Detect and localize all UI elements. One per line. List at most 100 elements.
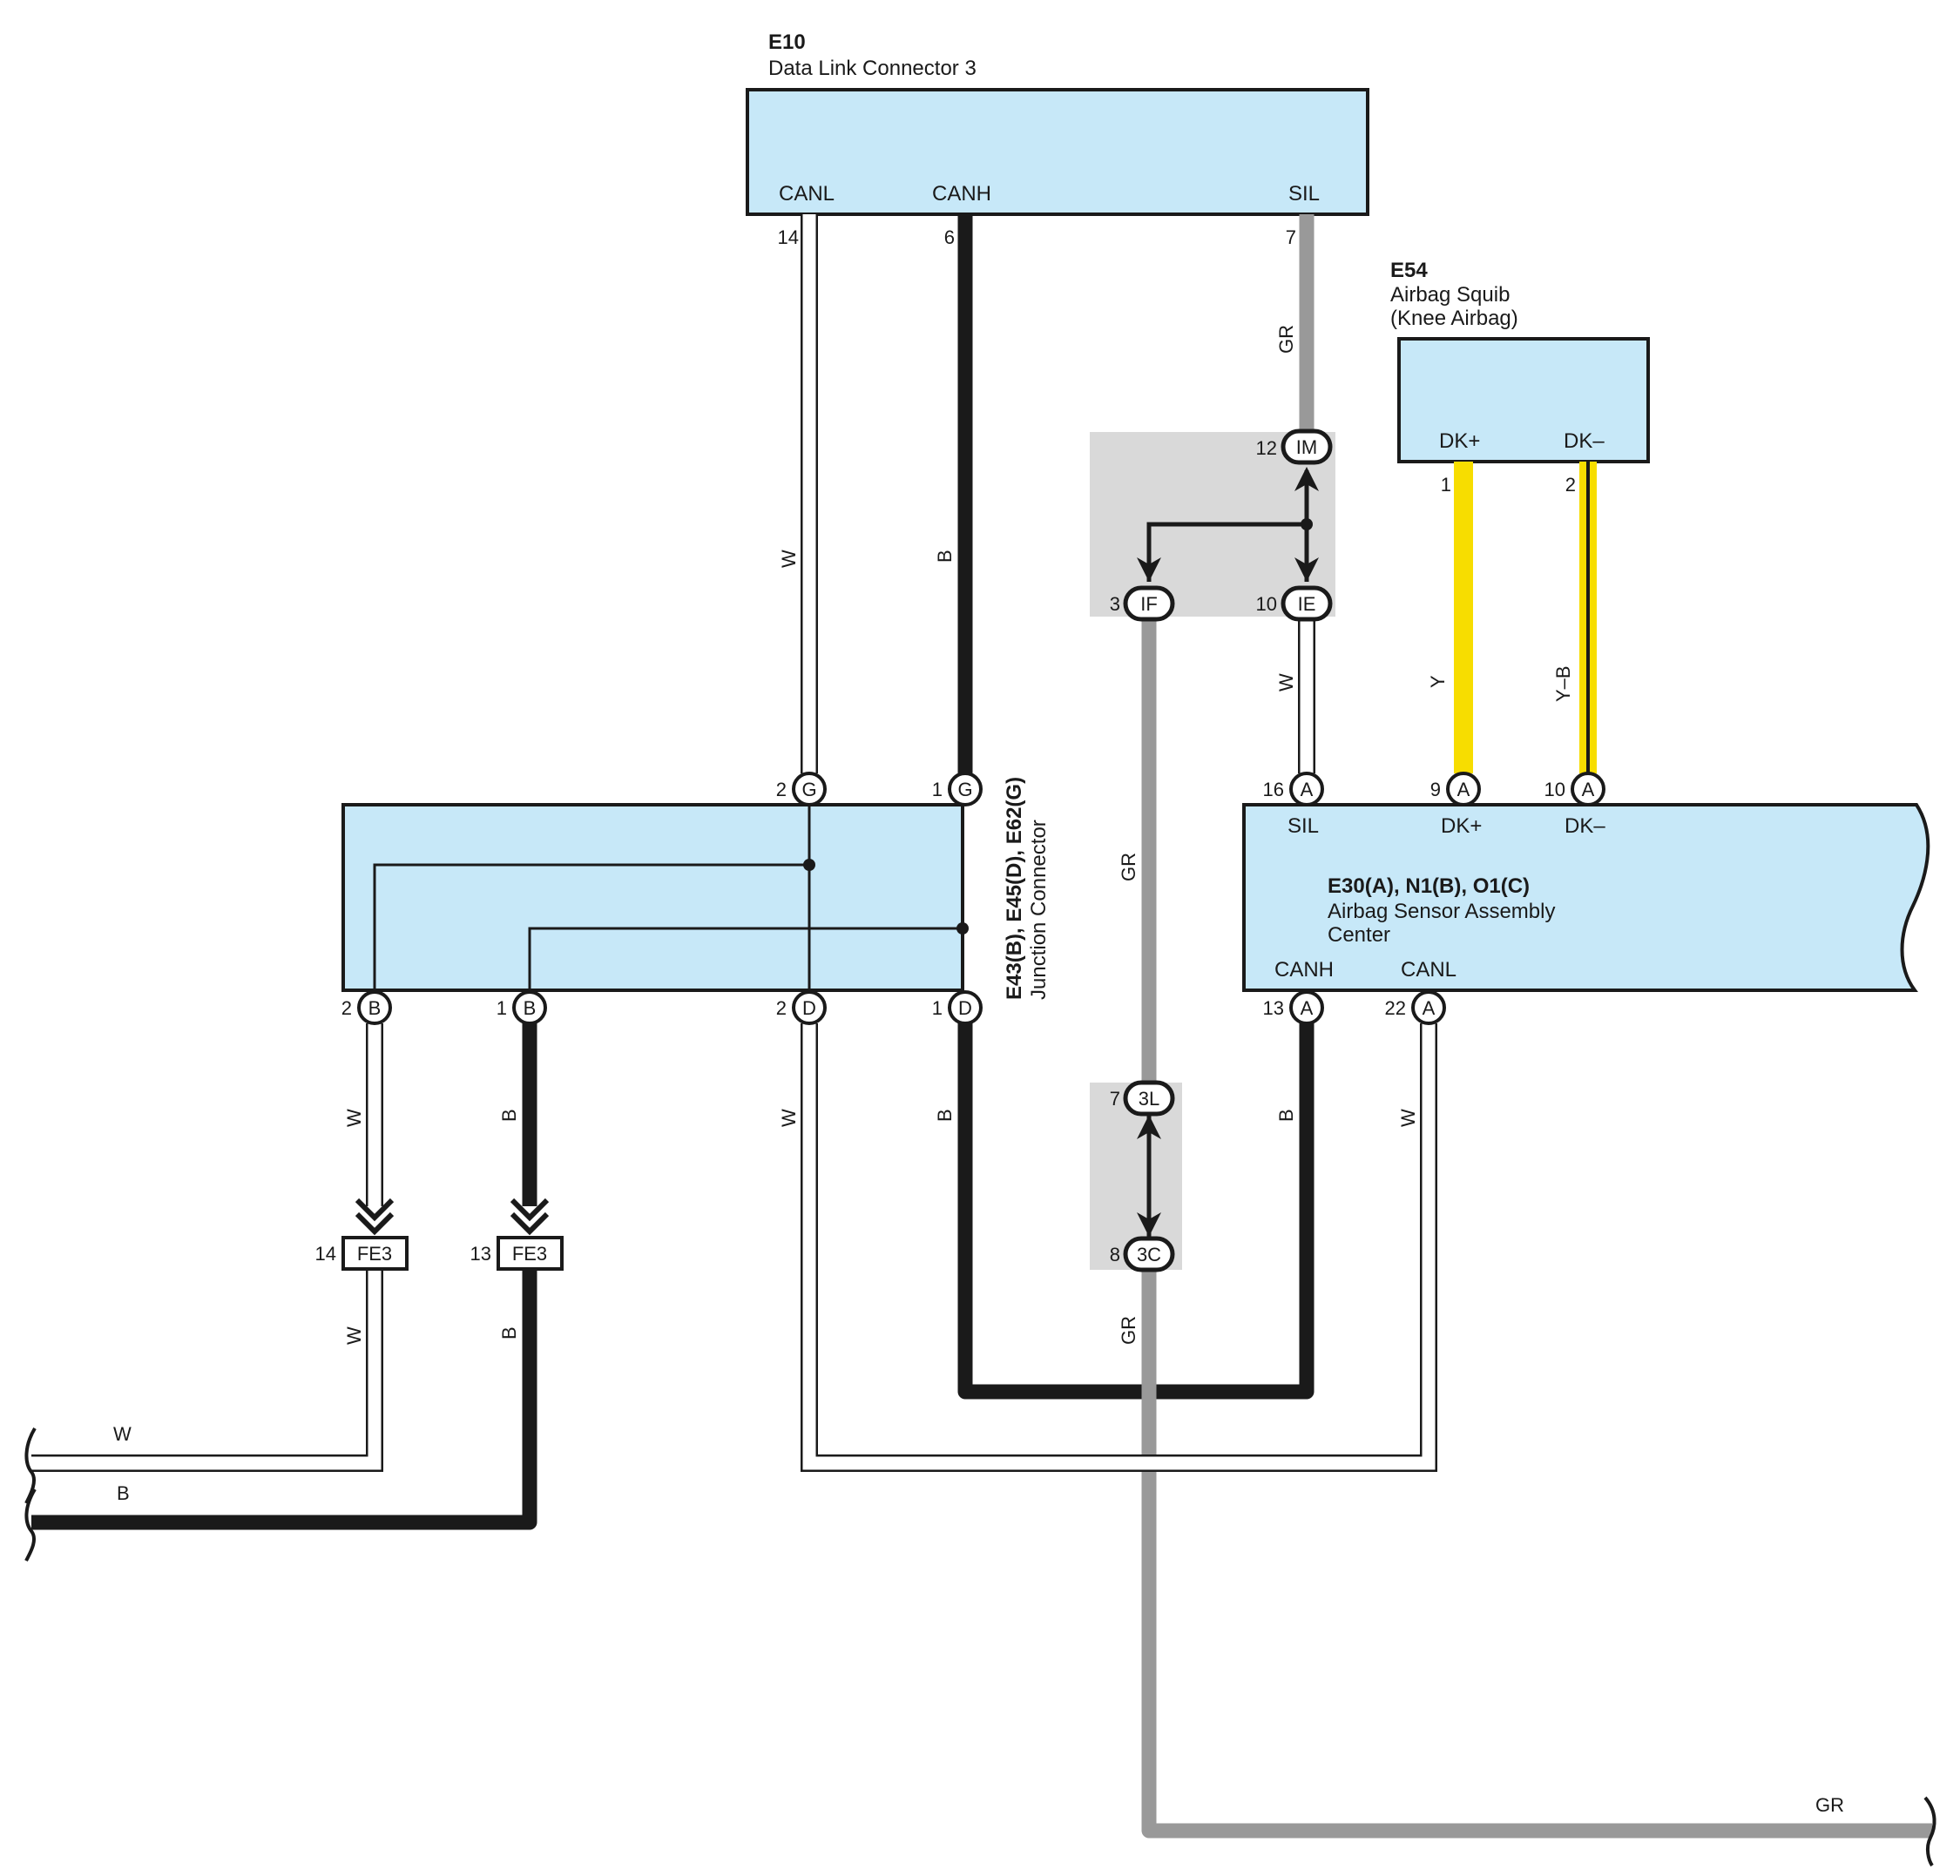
pin-num: 6 bbox=[944, 226, 955, 248]
pin-ab-canh bbox=[1289, 990, 1324, 1025]
e10-term-sil: SIL bbox=[1288, 182, 1320, 206]
conn-fe3-13 bbox=[497, 1236, 564, 1271]
pin-num: 9 bbox=[1430, 779, 1441, 800]
code-a: A bbox=[1582, 779, 1595, 800]
code-ie: IE bbox=[1298, 593, 1316, 615]
code-if: IF bbox=[1140, 593, 1158, 615]
ab-term-dkp: DK+ bbox=[1441, 814, 1482, 838]
arrow-down-icon bbox=[1137, 1212, 1161, 1237]
e10-term-canh: CANH bbox=[932, 182, 991, 206]
svg-text:B: B bbox=[1275, 1109, 1297, 1122]
arrow-up-icon bbox=[1137, 1115, 1161, 1139]
svg-text:W: W bbox=[1275, 673, 1297, 692]
svg-text:B: B bbox=[934, 1109, 956, 1122]
e54-name-line2: (Knee Airbag) bbox=[1390, 307, 1518, 330]
e10-box bbox=[746, 88, 1369, 216]
pin-ab-dkm bbox=[1571, 772, 1605, 806]
pin-num: 1 bbox=[1441, 474, 1451, 496]
junction-id: E43(B), E45(D), E62(G) bbox=[1003, 777, 1026, 1000]
code-d: D bbox=[802, 997, 816, 1019]
pin-ab-sil bbox=[1289, 772, 1324, 806]
pin-num: 12 bbox=[1256, 437, 1277, 459]
code-g: G bbox=[957, 779, 972, 800]
conn-3c bbox=[1123, 1236, 1175, 1272]
ab-term-sil: SIL bbox=[1288, 814, 1319, 838]
pin-jg-canh bbox=[948, 772, 983, 806]
code-d: D bbox=[958, 997, 972, 1019]
splice-dot bbox=[803, 859, 815, 871]
code-g: G bbox=[801, 779, 816, 800]
pin-circles bbox=[357, 772, 1605, 1025]
pin-jb1 bbox=[512, 990, 547, 1025]
svg-text:B: B bbox=[498, 1326, 520, 1340]
svg-text:B: B bbox=[498, 1109, 520, 1122]
ab-term-canl: CANL bbox=[1401, 958, 1456, 982]
svg-text:B: B bbox=[117, 1482, 130, 1504]
svg-text:GR: GR bbox=[1275, 325, 1297, 354]
ab-name-line2: Center bbox=[1328, 923, 1390, 947]
pin-num: 10 bbox=[1544, 779, 1565, 800]
code-im: IM bbox=[1296, 436, 1317, 458]
pin-num: 22 bbox=[1385, 997, 1406, 1019]
svg-text:GR: GR bbox=[1118, 853, 1139, 881]
pin-num: 2 bbox=[341, 997, 352, 1019]
pin-jb2 bbox=[357, 990, 392, 1025]
junction-name: Junction Connector bbox=[1027, 820, 1051, 1000]
e10-term-canl: CANL bbox=[779, 182, 835, 206]
pin-ab-canl bbox=[1411, 990, 1446, 1025]
pin-num: 2 bbox=[776, 779, 787, 800]
svg-text:GR: GR bbox=[1815, 1794, 1844, 1816]
pin-num: 7 bbox=[1110, 1088, 1120, 1110]
code-fe3: FE3 bbox=[512, 1243, 547, 1265]
code-b: B bbox=[368, 997, 382, 1019]
svg-text:W: W bbox=[778, 1109, 800, 1127]
double-chevron-icon bbox=[355, 1198, 395, 1236]
svg-text:Y–B: Y–B bbox=[1552, 665, 1574, 702]
pin-num: 7 bbox=[1286, 226, 1296, 248]
conn-fe3-14 bbox=[341, 1236, 409, 1271]
airbag-center-box bbox=[1242, 803, 1930, 992]
svg-text:W: W bbox=[778, 550, 800, 568]
code-a: A bbox=[1423, 997, 1436, 1019]
ab-name-line1: Airbag Sensor Assembly bbox=[1328, 900, 1555, 923]
pin-num: 14 bbox=[315, 1243, 336, 1265]
code-a: A bbox=[1301, 779, 1314, 800]
conn-if bbox=[1123, 585, 1175, 622]
pin-num: 1 bbox=[497, 997, 507, 1019]
pin-num: 14 bbox=[778, 226, 799, 248]
pin-num: 1 bbox=[932, 997, 943, 1019]
conn-ie bbox=[1281, 585, 1333, 622]
code-a: A bbox=[1457, 779, 1470, 800]
pin-jg-canl bbox=[792, 772, 827, 806]
code-3c: 3C bbox=[1137, 1244, 1161, 1265]
code-b: B bbox=[524, 997, 537, 1019]
pin-num: 2 bbox=[776, 997, 787, 1019]
pin-num: 1 bbox=[932, 779, 943, 800]
pin-ab-dkp bbox=[1446, 772, 1481, 806]
pin-num: 3 bbox=[1110, 593, 1120, 615]
wire-canh-loop bbox=[957, 1023, 1315, 1400]
svg-text:W: W bbox=[343, 1326, 365, 1345]
junction-internal-wires bbox=[373, 805, 964, 990]
double-chevron-icon bbox=[510, 1198, 550, 1236]
wire-gr-bottom bbox=[1141, 1270, 1932, 1839]
arrow-up-icon bbox=[1294, 467, 1319, 491]
ab-term-dkm: DK– bbox=[1565, 814, 1605, 838]
conn-im bbox=[1281, 429, 1333, 465]
svg-text:W: W bbox=[343, 1109, 365, 1127]
svg-text:GR: GR bbox=[1118, 1316, 1139, 1345]
svg-text:W: W bbox=[113, 1423, 132, 1445]
code-3l: 3L bbox=[1139, 1088, 1159, 1110]
conn-3l bbox=[1123, 1080, 1175, 1117]
splice-dot bbox=[956, 922, 969, 935]
code-a: A bbox=[1301, 997, 1314, 1019]
pin-jd1 bbox=[948, 990, 983, 1025]
pin-num: 13 bbox=[1263, 997, 1284, 1019]
pin-num: 10 bbox=[1256, 593, 1277, 615]
svg-text:W: W bbox=[1397, 1109, 1419, 1127]
pin-num: 2 bbox=[1565, 474, 1576, 496]
svg-text:Y: Y bbox=[1427, 675, 1449, 688]
pin-num: 13 bbox=[470, 1243, 491, 1265]
arrow-down-icon bbox=[1294, 557, 1319, 582]
